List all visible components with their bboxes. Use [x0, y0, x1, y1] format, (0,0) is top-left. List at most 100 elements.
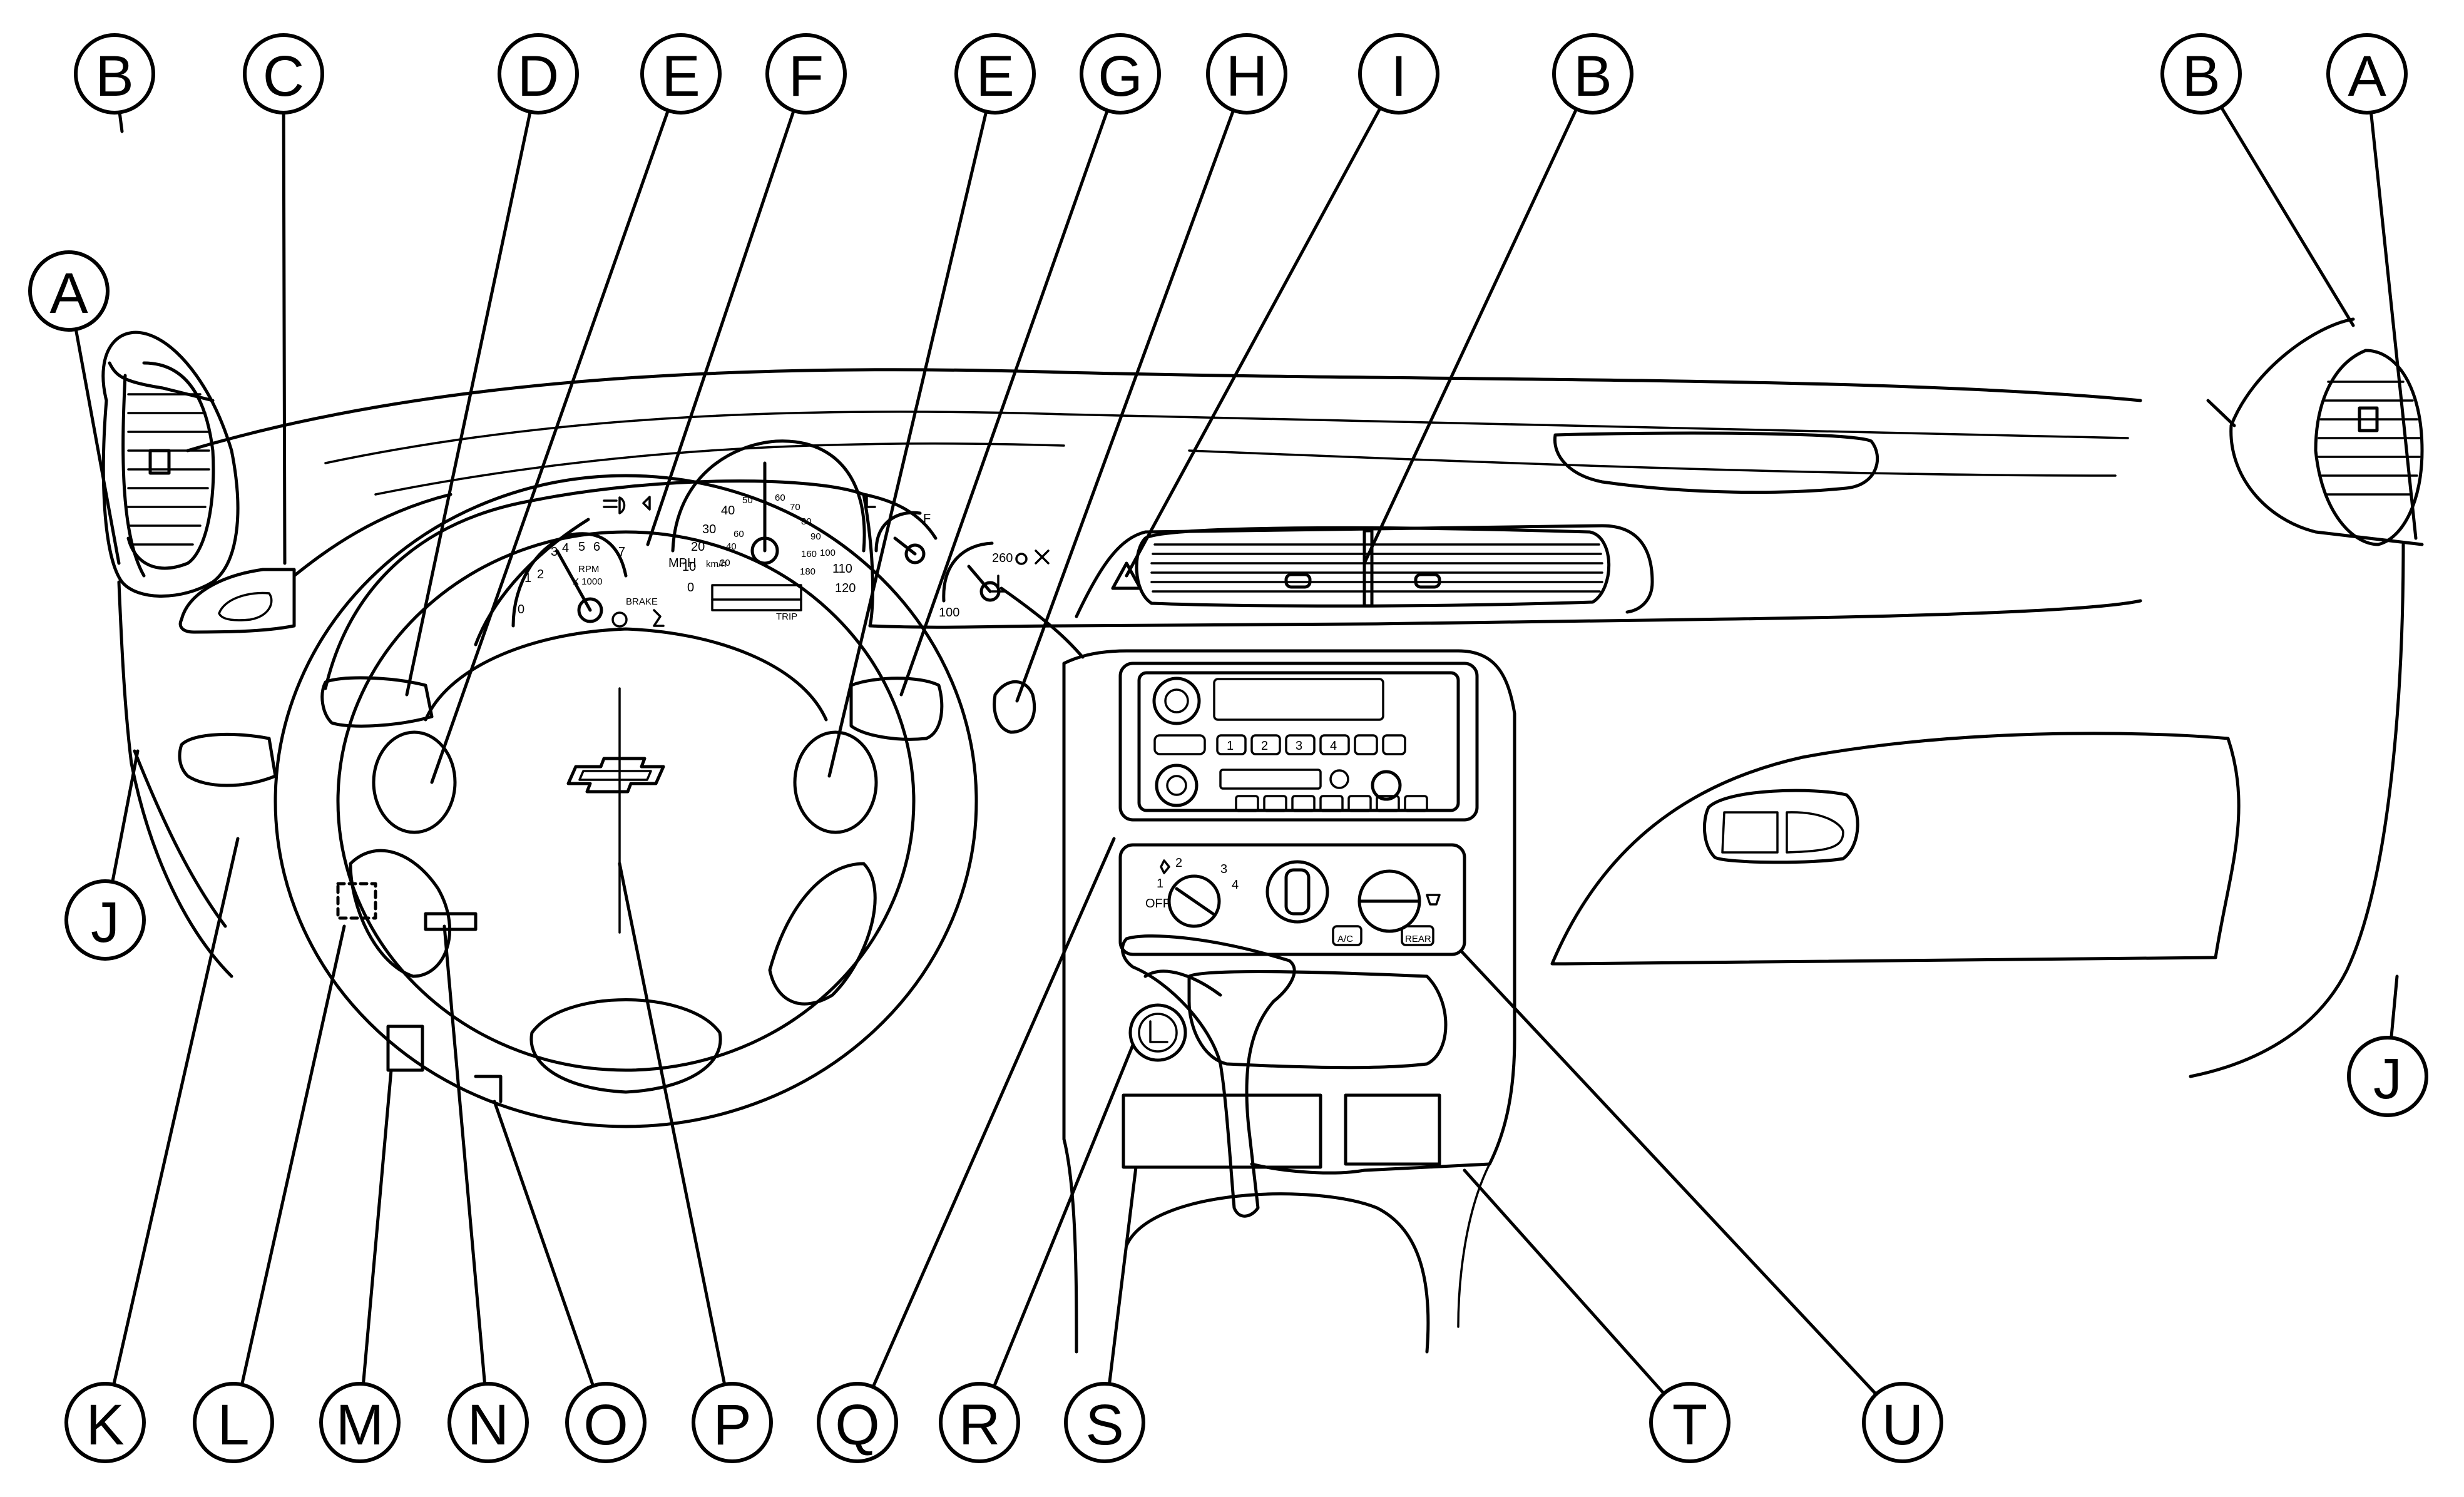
fan-speed-knob[interactable]	[1167, 874, 1221, 928]
radio-small-button-4[interactable]	[1319, 795, 1344, 812]
hazard-triangle-icon	[1111, 561, 1142, 590]
speedo-tick-120: 120	[835, 581, 856, 595]
radio-power-volume-knob[interactable]	[1152, 677, 1201, 725]
callout-label-q-audio-system: Q	[835, 1393, 880, 1457]
speedo-tick-40: 40	[721, 504, 735, 518]
radio-preset-2[interactable]	[1250, 734, 1281, 755]
leader-line-g-wiper-lever	[899, 108, 1109, 697]
center-outlet-assembly	[1135, 526, 1611, 608]
radio-preset-4[interactable]	[1319, 734, 1350, 755]
tach-rpm-label: RPM	[578, 564, 599, 575]
leader-line-h-ignition-switch	[1015, 108, 1235, 703]
callout-label-n-tilt-lever: N	[468, 1393, 509, 1457]
radio-mode-button[interactable]	[1354, 734, 1378, 755]
speedo-kmh-20: 20	[720, 558, 730, 568]
radio-small-button-2[interactable]	[1263, 795, 1287, 812]
accessory-outlet-drawing	[1128, 1003, 1187, 1062]
callout-label-e-horn-left: E	[662, 44, 700, 108]
tach-multiplier-label: X 1000	[573, 576, 603, 587]
speedo-tick-30: 30	[702, 523, 716, 536]
engine-indicator-icon	[1035, 549, 1050, 565]
leader-line-p-steering-wheel-airbag	[618, 862, 727, 1386]
callout-label-m-hood-release: M	[336, 1393, 384, 1457]
wiper-lever-drawing	[849, 677, 944, 741]
leader-line-r-accessory-outlet	[992, 1043, 1135, 1389]
leader-line-b-outlet-louver-left	[118, 110, 124, 133]
fan-off-label: OFF	[1145, 897, 1170, 911]
leader-line-e-horn-right	[827, 110, 988, 778]
radio-audio-knob[interactable]	[1371, 770, 1402, 801]
fan-speed-3-label: 3	[1220, 862, 1227, 876]
callout-circle-q-audio-system	[817, 1382, 898, 1463]
radio-small-button-7[interactable]	[1404, 795, 1428, 812]
callout-circle-i-hazard-button	[1358, 33, 1439, 115]
cassette-slot	[1219, 769, 1322, 790]
radio-preset-3-label: 3	[1296, 739, 1302, 753]
turn-signal-lever-drawing	[320, 676, 434, 728]
radio-small-button-1[interactable]	[1235, 795, 1259, 812]
radio-preset-1[interactable]	[1216, 734, 1247, 755]
bowtie-emblem	[566, 757, 665, 794]
callout-circle-a-side-vent-left	[28, 250, 110, 332]
callout-label-k-headlamp-switch: K	[86, 1393, 124, 1457]
callout-label-i-hazard-button: I	[1391, 44, 1407, 108]
callout-circle-p-steering-wheel-airbag	[692, 1382, 773, 1463]
callout-label-a-side-vent-left: A	[49, 262, 88, 325]
leader-line-c-side-window-defog	[282, 111, 287, 565]
radio-tune-knob[interactable]	[1155, 764, 1199, 807]
tach-tick-5: 5	[578, 540, 585, 554]
radio-preset-3[interactable]	[1285, 734, 1316, 755]
callout-circle-l-trunk-release	[193, 1382, 274, 1463]
left-cupholder	[1122, 1093, 1322, 1169]
callout-circle-b-outlet-louver-right	[2160, 33, 2242, 115]
callout-label-l-trunk-release: L	[217, 1393, 249, 1457]
callout-circle-j-door-mirror-left	[64, 879, 146, 961]
radio-small-button-5[interactable]	[1347, 795, 1372, 812]
radio-preset-1-label: 1	[1227, 739, 1234, 753]
ac-button[interactable]	[1332, 925, 1362, 946]
console-bin	[1187, 970, 1448, 1070]
radio-band-button[interactable]	[1382, 734, 1406, 755]
tach-tick-1: 1	[524, 571, 531, 585]
left-horn-pad[interactable]	[372, 730, 457, 834]
leader-line-u-climate-controls	[1459, 949, 1878, 1396]
rear-defog-button[interactable]	[1401, 925, 1434, 946]
callout-label-p-steering-wheel-airbag: P	[713, 1393, 751, 1457]
right-horn-pad[interactable]	[793, 730, 878, 834]
tach-tick-6: 6	[593, 540, 600, 554]
callout-label-g-wiper-lever: G	[1098, 44, 1143, 108]
tach-tick-2: 2	[537, 568, 544, 581]
right-cupholder	[1344, 1093, 1441, 1166]
speedo-kmh-60: 60	[734, 529, 744, 539]
speedo-tick-20: 20	[691, 540, 705, 554]
mode-knob[interactable]	[1357, 869, 1421, 933]
radio-small-button-3[interactable]	[1291, 795, 1316, 812]
callout-label-s-shift-lever: S	[1085, 1393, 1123, 1457]
fan-icon	[1160, 859, 1170, 874]
leader-line-j-door-mirror-right	[2390, 974, 2399, 1040]
tach-tick-4: 4	[562, 541, 569, 555]
radio-small-button-6[interactable]	[1376, 795, 1400, 812]
fan-speed-1-label: 1	[1157, 877, 1163, 891]
callout-label-r-accessory-outlet: R	[959, 1393, 1000, 1457]
speedo-kmh-180: 180	[800, 566, 815, 577]
eject-button[interactable]	[1329, 769, 1349, 789]
leader-line-f-instrument-cluster	[646, 109, 795, 546]
radio-seek-button[interactable]	[1153, 734, 1206, 755]
leader-line-k-headlamp-switch	[112, 837, 240, 1387]
left-turn-indicator-icon	[642, 496, 651, 511]
ac-button-label: A/C	[1337, 934, 1353, 944]
callout-label-b-outlet-center: B	[1573, 44, 1612, 108]
callout-circle-h-ignition-switch	[1206, 33, 1287, 115]
defrost-icon	[1426, 894, 1441, 906]
seatbelt-icon	[653, 609, 665, 627]
temperature-knob[interactable]	[1265, 860, 1329, 924]
headlamp-indicator-icon	[603, 496, 626, 514]
callout-label-h-ignition-switch: H	[1226, 44, 1267, 108]
tilt-lever-drawing	[424, 912, 478, 931]
callout-label-a-side-vent-right: A	[2348, 44, 2386, 108]
speedo-tick-0: 0	[687, 581, 694, 595]
speedo-tick-90: 90	[810, 531, 821, 542]
speedo-tick-70: 70	[790, 502, 800, 513]
